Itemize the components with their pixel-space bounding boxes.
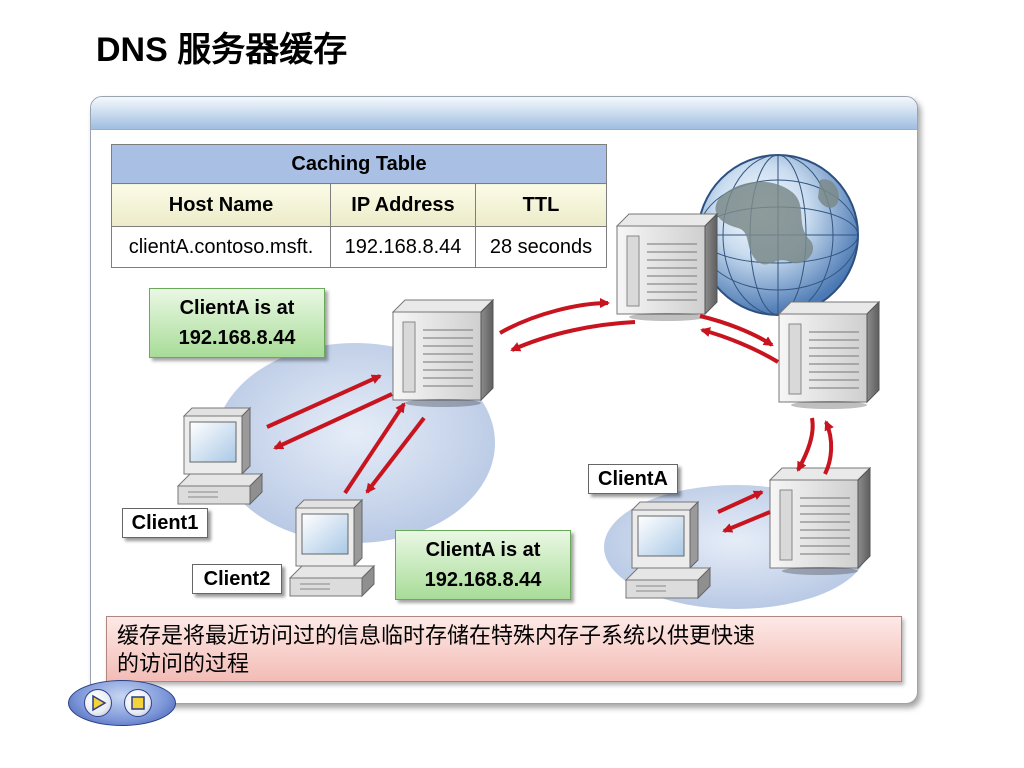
arrow-server-to-clienta xyxy=(722,510,771,533)
label-client2: Client2 xyxy=(192,564,282,594)
column-header-ttl: TTL xyxy=(475,183,607,227)
arrow-right-to-bottom xyxy=(796,417,815,472)
arrow-server-to-client2 xyxy=(365,416,426,494)
play-button[interactable] xyxy=(84,689,112,717)
server-icon-top xyxy=(616,213,718,322)
callout-top: ClientA is at 192.168.8.44 xyxy=(149,288,325,358)
caching-table-caption: Caching Table xyxy=(111,144,607,184)
arrow-clienta-to-server xyxy=(717,490,764,514)
table-cell-host-name: clientA.contoso.msft. xyxy=(111,226,331,268)
panel-header xyxy=(91,97,917,130)
callout-bottom: ClientA is at 192.168.8.44 xyxy=(395,530,571,600)
arrow-top-to-right xyxy=(699,314,774,347)
column-header-host-name: Host Name xyxy=(111,183,331,227)
column-header-ip-address: IP Address xyxy=(330,183,476,227)
server-icon-bottom xyxy=(769,467,871,576)
computer-icon-client2 xyxy=(289,499,375,597)
callout-top-line2: 192.168.8.44 xyxy=(178,327,296,349)
play-icon xyxy=(92,694,107,712)
caching-table: Caching Table Host Name IP Address TTL c… xyxy=(111,144,607,268)
caption-line2: 的访问的过程 xyxy=(117,652,250,677)
page-title: DNS 服务器缓存 xyxy=(96,31,348,69)
caption-line1: 缓存是将最近访问过的信息临时存储在特殊内存子系统以供更快速 xyxy=(117,624,756,649)
stop-icon xyxy=(131,696,145,710)
arrow-client2-to-server xyxy=(343,402,406,495)
computer-icon-clienta xyxy=(625,501,711,599)
table-cell-ttl: 28 seconds xyxy=(475,226,607,268)
arrow-client1-to-server xyxy=(266,374,382,429)
server-icon-right xyxy=(778,301,880,410)
arrow-top-to-server xyxy=(510,320,636,352)
arrow-server-to-client1 xyxy=(273,392,393,450)
label-client1: Client1 xyxy=(122,508,208,538)
server-icon-local xyxy=(392,299,494,408)
arrow-bottom-to-right xyxy=(823,420,834,475)
caption-box: 缓存是将最近访问过的信息临时存储在特殊内存子系统以供更快速 的访问的过程 xyxy=(106,616,902,682)
globe-icon xyxy=(697,154,859,316)
stop-button[interactable] xyxy=(124,689,152,717)
arrow-server-to-top xyxy=(499,298,610,335)
callout-bottom-line1: ClientA is at xyxy=(425,539,541,561)
callout-bottom-line2: 192.168.8.44 xyxy=(424,569,542,591)
arrow-right-to-top xyxy=(700,327,780,364)
table-cell-ip-address: 192.168.8.44 xyxy=(330,226,476,268)
computer-icon-client1 xyxy=(177,407,263,505)
label-clienta: ClientA xyxy=(588,464,678,494)
callout-top-line1: ClientA is at xyxy=(179,297,295,319)
